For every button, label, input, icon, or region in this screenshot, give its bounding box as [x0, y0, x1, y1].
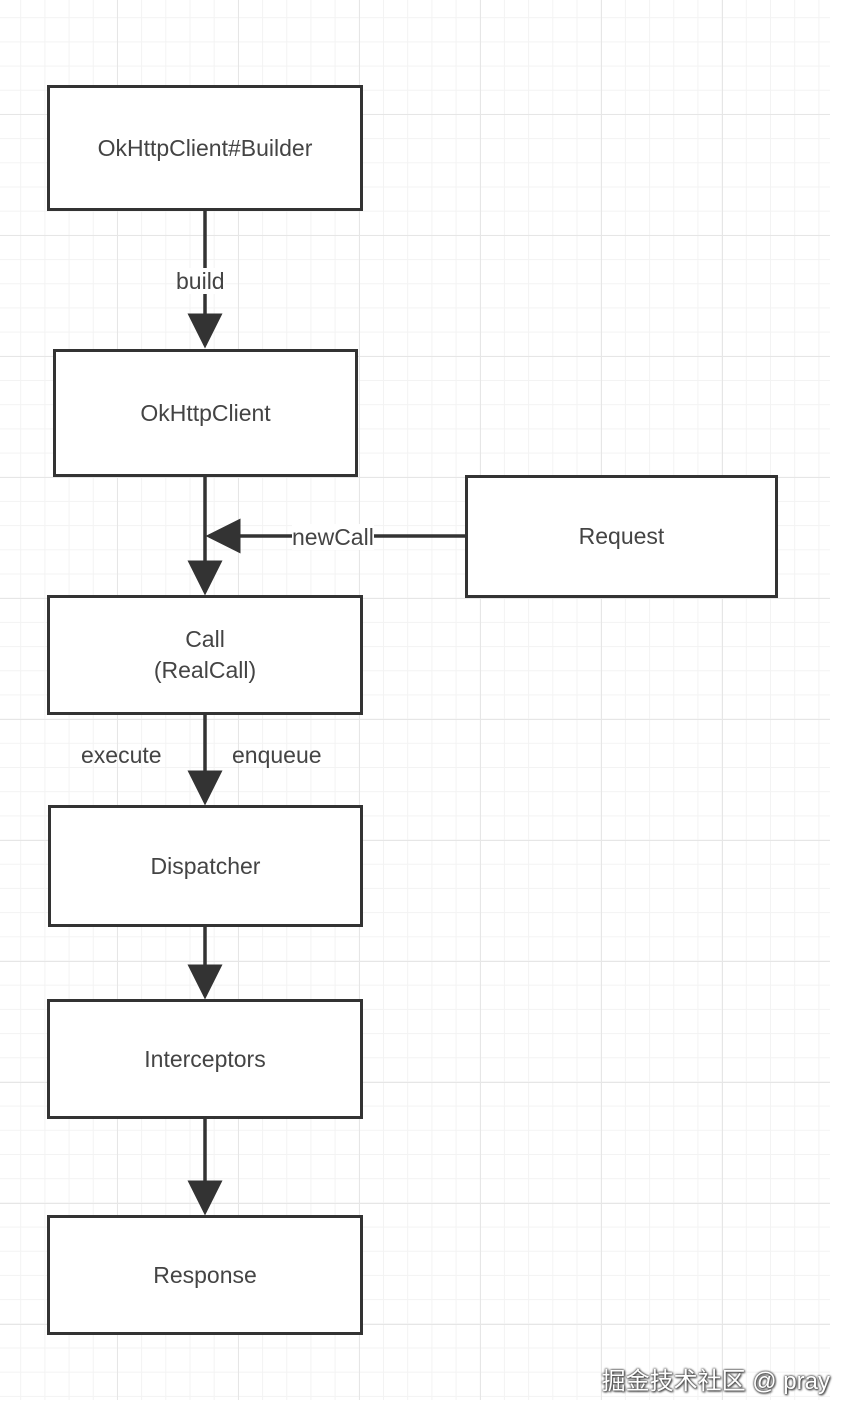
node-label: Request [578, 523, 665, 549]
edge-label-newcall: newCall [292, 524, 374, 550]
node-label: Interceptors [144, 1045, 266, 1072]
node-okhttpclient-builder: OkHttpClient#Builder [47, 85, 363, 211]
node-response: Response [47, 1215, 363, 1335]
node-okhttpclient: OkHttpClient [53, 349, 358, 477]
node-label: OkHttpClient [140, 399, 271, 426]
edge-label-enqueue: enqueue [232, 742, 322, 768]
node-label-line-1: Call [185, 626, 225, 652]
node-label: Dispatcher [150, 852, 261, 879]
node-label: OkHttpClient#Builder [97, 134, 313, 161]
node-call: Call (RealCall) [47, 595, 363, 715]
watermark: 掘金技术社区 @ pray [601, 1368, 830, 1395]
edge-label-build: build [176, 268, 225, 294]
node-interceptors: Interceptors [47, 999, 363, 1119]
edge-label-execute: execute [81, 742, 162, 768]
node-label-line-2: (RealCall) [153, 657, 257, 683]
node-dispatcher: Dispatcher [48, 805, 363, 927]
node-request: Request [465, 475, 778, 598]
node-label: Response [153, 1261, 257, 1288]
